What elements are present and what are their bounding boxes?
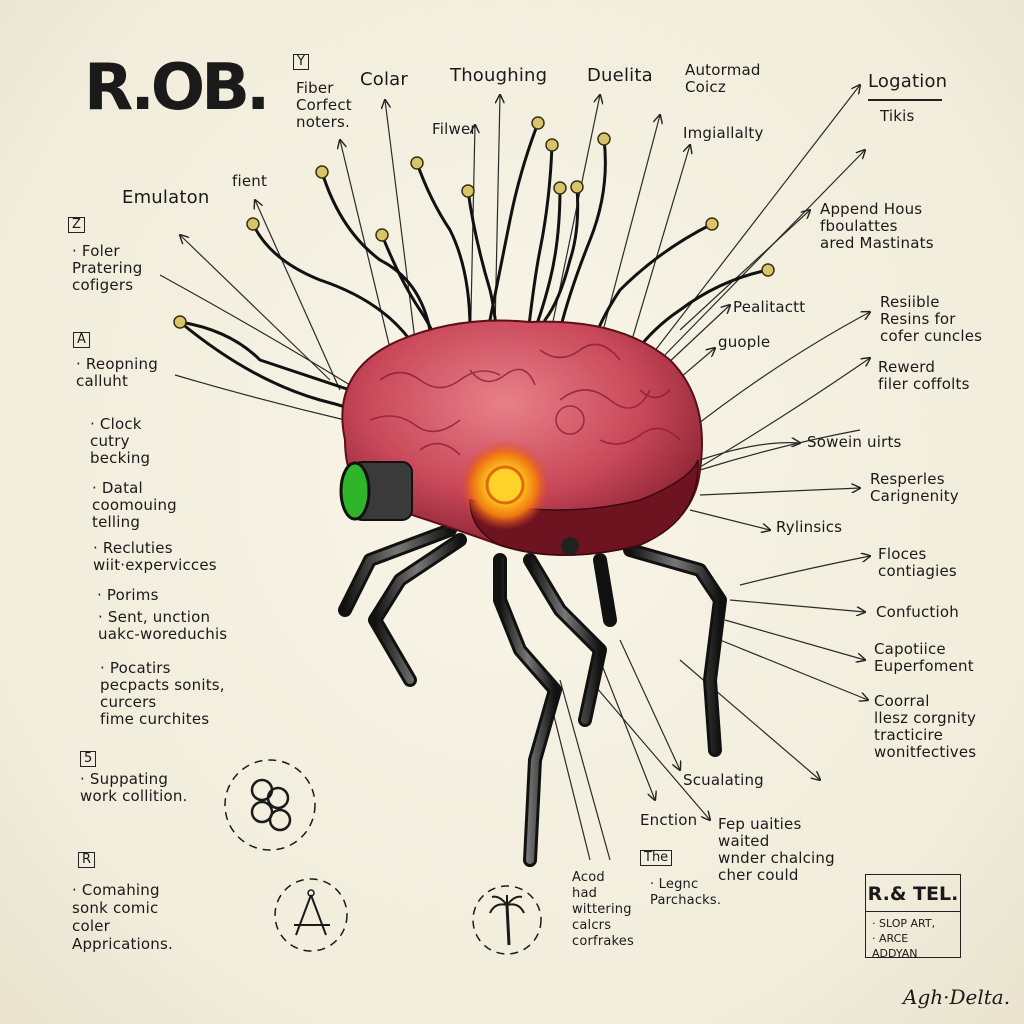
label-sowein: Sowein uirts [807, 433, 902, 451]
triangle-compass-icon [274, 878, 348, 952]
sensor-bolt [561, 537, 579, 555]
signature: Agh·Delta. [903, 985, 1011, 1009]
knot-symbol-icon [224, 759, 316, 851]
section-marker-z: Z [68, 217, 85, 233]
label-guople: guople [718, 333, 771, 351]
label-pealitactt: Pealitactt [733, 298, 806, 316]
section-marker-5: 5 [80, 751, 97, 767]
label-sent: · Sent, unction uakc-woreduchis [98, 608, 228, 643]
label-tikis: Tikis [880, 107, 915, 125]
label-floces: Floces contiagies [878, 545, 957, 580]
label-rewerd: Rewerd filer coffolts [878, 358, 970, 393]
label-append: Append Hous fboulattes ared Mastinats [820, 200, 934, 252]
label-porims: · Porims [97, 586, 159, 604]
label-acod: Acod had wittering calcrs corfrakes [572, 870, 634, 949]
label-logation: Logation [868, 71, 948, 92]
label-emulaton: Emulaton [122, 187, 210, 208]
label-fiber: Fiber Corfect noters. [296, 79, 352, 131]
label-datal: · Datal coomouing telling [92, 479, 177, 531]
label-imgiallalty: Imgiallalty [683, 124, 764, 142]
label-resiible: Resiible Resins for cofer cuncles [880, 293, 983, 345]
section-marker-the: The [640, 850, 673, 866]
page-title: R.OB. [84, 51, 270, 125]
label-resperles: Resperles Carignenity [870, 470, 959, 505]
label-fient: fient [232, 172, 268, 190]
robot-legs [338, 523, 727, 867]
legend-heading: R.& TEL. [866, 875, 960, 912]
label-capotiice: Capotiice Euperfoment [874, 640, 974, 675]
label-foler: · Foler Pratering cofigers [72, 242, 143, 294]
divider-line [868, 99, 942, 101]
label-comahing: · Comahing sonk comic coler Apprications… [72, 881, 173, 953]
legend-box: R.& TEL. · SLOP ART, · ARCE ADDYAN [865, 874, 961, 960]
label-suppating: · Suppating work collition. [80, 770, 188, 805]
label-legnc: · Legnc Parchacks. [650, 877, 722, 908]
label-confuctioh: Confuctioh [876, 603, 959, 621]
label-reopning: · Reopning calluht [76, 355, 158, 390]
legend-lines: · SLOP ART, · ARCE ADDYAN [872, 917, 936, 960]
label-clock: · Clock cutry becking [90, 415, 151, 467]
pointer-lines [159, 274, 861, 861]
label-coorral: Coorral llesz corgnity tracticire wonitf… [874, 692, 977, 761]
core-center [485, 465, 525, 505]
label-recluties: · Recluties wiit·expervicces [93, 539, 217, 574]
label-fep: Fep uaities waited wnder chalcing cher c… [718, 815, 835, 884]
label-duelita: Duelita [587, 65, 653, 86]
palm-tree-icon [472, 885, 542, 955]
green-eye-lens [339, 461, 413, 521]
brain [341, 319, 703, 556]
label-filwer: Filwer [432, 120, 477, 138]
label-rylinsics: Rylinsics [776, 518, 843, 536]
label-pocatirs: · Pocatirs pecpacts sonits, curcers fime… [100, 659, 225, 728]
label-colar: Colar [360, 69, 409, 90]
section-marker-y: Y [293, 54, 309, 70]
label-scualating: Scualating [683, 771, 764, 789]
wire-nodes [173, 116, 775, 329]
label-thoughing: Thoughing [450, 65, 548, 86]
section-marker-a: A [73, 332, 90, 348]
label-enction: Enction [640, 811, 698, 829]
label-autormad: Autormad Coicz [685, 61, 761, 96]
section-marker-r: R [78, 852, 96, 868]
